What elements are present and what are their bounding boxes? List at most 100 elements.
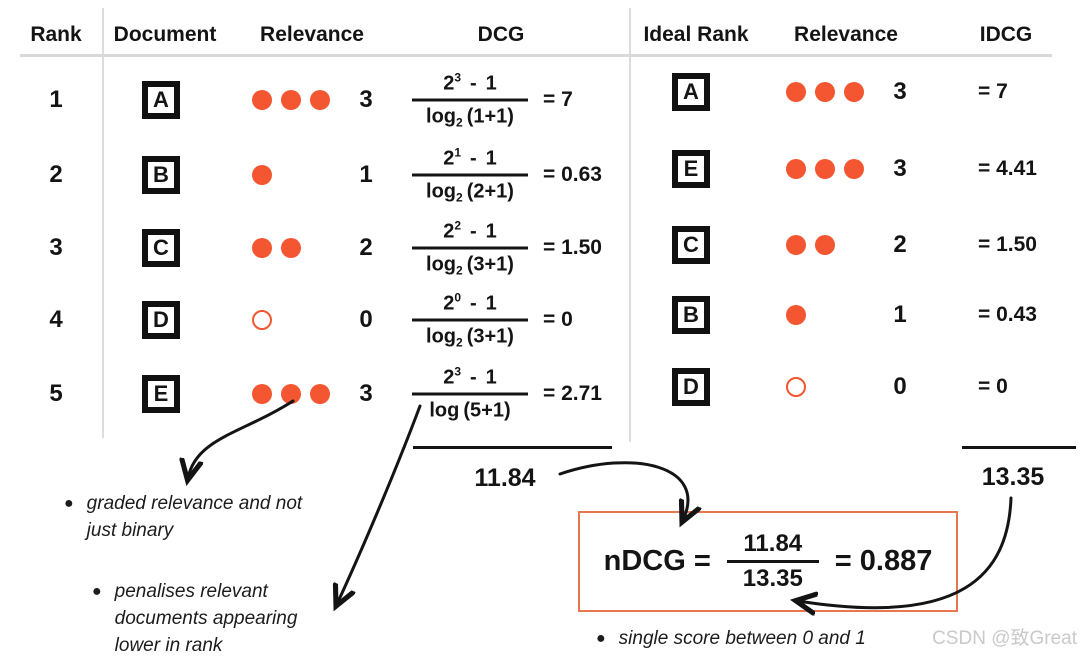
relevance-value: 0 xyxy=(893,373,907,400)
formula-denominator: log (5+1) xyxy=(429,399,511,422)
dcg-result: = 2.71 xyxy=(543,382,602,405)
relevance-dot-icon xyxy=(786,82,806,102)
relevance-dots xyxy=(786,377,806,397)
relevance-value: 2 xyxy=(359,234,373,261)
fraction-bar xyxy=(726,560,819,563)
relevance-value: 0 xyxy=(359,306,373,333)
idcg-result: = 4.41 xyxy=(978,157,1037,180)
dcg-formula: 20-1 log2 (3+1) xyxy=(408,286,532,355)
note-text: penalises relevant documents appearing l… xyxy=(114,581,298,656)
relevance-dot-icon xyxy=(815,159,835,179)
fraction-bar xyxy=(412,246,528,250)
relevance-dot-hollow-icon xyxy=(786,377,806,397)
document-box: C xyxy=(672,226,710,264)
document-box: B xyxy=(672,296,710,334)
relevance-dot-icon xyxy=(815,235,835,255)
idcg-result: = 0 xyxy=(978,375,1008,398)
dcg-sum-line xyxy=(413,446,612,449)
arrow-dots-to-graded-note xyxy=(188,399,295,478)
formula-numerator: 23-1 xyxy=(443,70,497,95)
document-box: A xyxy=(672,73,710,111)
document-box: E xyxy=(142,375,180,413)
relevance-dots xyxy=(252,165,272,185)
idcg-result: = 1.50 xyxy=(978,233,1037,256)
column-divider-left xyxy=(102,8,104,438)
ndcg-numerator: 11.84 xyxy=(743,530,803,557)
header-idcg: IDCG xyxy=(979,23,1033,46)
rank-cell: 3 xyxy=(49,234,63,261)
ndcg-fraction: 11.84 13.35 xyxy=(726,530,819,593)
rank-cell: 5 xyxy=(49,380,63,407)
rank-cell: 2 xyxy=(49,161,63,188)
relevance-value: 2 xyxy=(893,231,907,258)
formula-denominator: log2 (2+1) xyxy=(426,180,514,205)
document-box: D xyxy=(672,368,710,406)
relevance-dot-icon xyxy=(786,235,806,255)
note-graded-relevance: ● graded relevance and not just binary xyxy=(64,490,302,544)
formula-numerator: 23-1 xyxy=(443,364,497,389)
header-relevance: Relevance xyxy=(260,23,364,46)
ndcg-result: = 0.887 xyxy=(834,545,933,577)
relevance-dot-icon xyxy=(252,238,272,258)
bullet-icon: ● xyxy=(64,495,74,512)
arrow-formula-to-penalises-note xyxy=(337,404,422,604)
relevance-dots xyxy=(252,238,301,258)
bullet-icon: ● xyxy=(596,630,606,647)
relevance-dots xyxy=(786,305,806,325)
dcg-result: = 0.63 xyxy=(543,163,602,186)
dcg-formula: 22-1 log2 (3+1) xyxy=(408,214,532,283)
formula-denominator: log2 (1+1) xyxy=(426,105,514,130)
note-text: single score between 0 and 1 xyxy=(618,628,866,649)
relevance-dots xyxy=(786,82,864,102)
ndcg-formula-box: nDCG = 11.84 13.35 = 0.887 xyxy=(578,511,958,612)
document-box: C xyxy=(142,229,180,267)
document-box: D xyxy=(142,301,180,339)
formula-denominator: log2 (3+1) xyxy=(426,253,514,278)
rank-cell: 1 xyxy=(49,86,63,113)
relevance-dots xyxy=(786,159,864,179)
idcg-result: = 7 xyxy=(978,80,1008,103)
relevance-dot-icon xyxy=(310,90,330,110)
header-rank: Rank xyxy=(30,23,82,46)
relevance-dot-icon xyxy=(844,82,864,102)
note-single-score: ● single score between 0 and 1 xyxy=(596,625,866,652)
dcg-formula: 21-1 log2 (2+1) xyxy=(408,141,532,210)
relevance-dot-icon xyxy=(815,82,835,102)
rank-cell: 4 xyxy=(49,306,63,333)
relevance-dot-icon xyxy=(786,159,806,179)
dcg-result: = 7 xyxy=(543,88,573,111)
fraction-bar xyxy=(412,318,528,322)
relevance-dots xyxy=(252,384,330,404)
idcg-sum-line xyxy=(962,446,1076,449)
header-dcg: DCG xyxy=(477,23,525,46)
relevance-dot-icon xyxy=(844,159,864,179)
relevance-dot-icon xyxy=(252,90,272,110)
relevance-dots xyxy=(252,90,330,110)
formula-numerator: 22-1 xyxy=(443,218,497,243)
header-ideal-rank: Ideal Rank xyxy=(643,23,749,46)
ndcg-label: nDCG = xyxy=(603,545,711,577)
header-underline xyxy=(20,54,1052,57)
relevance-dot-icon xyxy=(252,165,272,185)
note-text: graded relevance and not just binary xyxy=(86,493,303,541)
watermark: CSDN @致Great xyxy=(932,628,1077,649)
dcg-result: = 0 xyxy=(543,308,573,331)
relevance-dot-icon xyxy=(786,305,806,325)
relevance-dot-icon xyxy=(310,384,330,404)
relevance-dot-icon xyxy=(281,238,301,258)
document-box: A xyxy=(142,81,180,119)
formula-numerator: 21-1 xyxy=(443,145,497,170)
dcg-result: = 1.50 xyxy=(543,236,602,259)
relevance-value: 3 xyxy=(359,380,373,407)
relevance-dots xyxy=(252,310,272,330)
formula-numerator: 20-1 xyxy=(443,290,497,315)
formula-denominator: log2 (3+1) xyxy=(426,325,514,350)
dcg-formula: 23-1 log2 (1+1) xyxy=(408,66,532,135)
table-divider xyxy=(629,8,631,442)
fraction-bar xyxy=(412,98,528,102)
dcg-formula: 23-1 log (5+1) xyxy=(408,360,532,429)
dcg-sum-value: 11.84 xyxy=(474,464,536,492)
relevance-value: 1 xyxy=(893,301,907,328)
relevance-value: 3 xyxy=(359,86,373,113)
